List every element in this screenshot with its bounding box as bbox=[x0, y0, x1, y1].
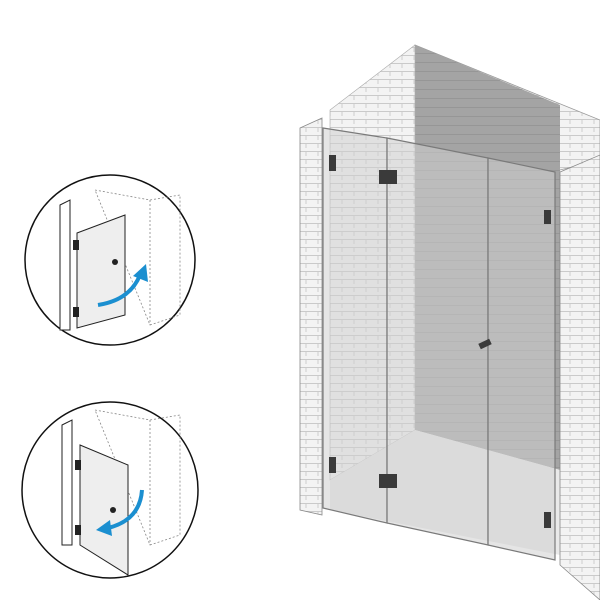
inset-door-panel bbox=[79, 444, 129, 576]
right-wall bbox=[559, 154, 600, 600]
hardware bbox=[329, 155, 551, 528]
hinge-icon bbox=[544, 512, 551, 528]
inset-door-opening-inward bbox=[21, 401, 199, 579]
inset-door-opening-outward bbox=[24, 174, 196, 346]
hinge-icon bbox=[329, 155, 336, 171]
door-handle-icon bbox=[478, 338, 492, 350]
glass-panels bbox=[322, 127, 556, 561]
hinge-icon bbox=[329, 457, 336, 473]
inset-door-panel bbox=[76, 214, 126, 329]
left-wall bbox=[299, 117, 323, 516]
arrow-open-outward-icon bbox=[97, 274, 142, 307]
hinge-icon bbox=[379, 170, 397, 184]
glass-door-right bbox=[487, 157, 556, 561]
glass-door-left bbox=[386, 137, 489, 546]
hinge-icon bbox=[544, 210, 551, 224]
arrow-open-inward-icon bbox=[107, 489, 144, 530]
hinge-icon bbox=[379, 474, 397, 488]
